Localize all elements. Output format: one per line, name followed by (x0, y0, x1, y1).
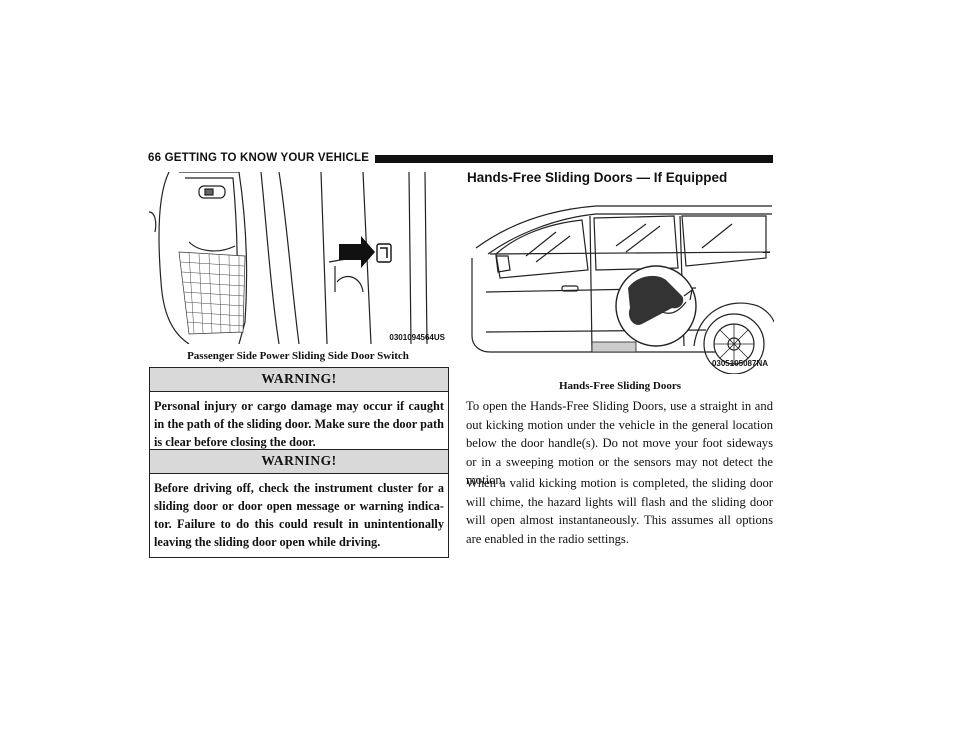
warning-text: Before driving off, check the instrument… (154, 481, 444, 549)
figure-caption: Hands-Free Sliding Doors (558, 380, 682, 392)
warning-title: WARNING! (150, 450, 448, 474)
page-header: 66 GETTING TO KNOW YOUR VEHICLE (148, 152, 773, 164)
figure-code: 0305105087NA (711, 359, 768, 368)
body-paragraph: To open the Hands-Free Sliding Doors, us… (466, 399, 773, 488)
figure-code: 0301094564US (389, 333, 445, 342)
figure-caption: Passenger Side Power Sliding Side Door S… (187, 350, 409, 362)
warning-box: WARNING! Before driving off, check the i… (149, 449, 449, 558)
minivan-drawing (471, 205, 774, 374)
page-header-label: 66 GETTING TO KNOW YOUR VEHICLE (148, 152, 376, 164)
foot-icon (628, 275, 684, 325)
warning-box: WARNING! Personal injury or cargo damage… (149, 367, 449, 458)
body-paragraph: When a valid kicking motion is completed… (466, 476, 773, 546)
door-switch-drawing (149, 172, 428, 344)
door-switch-illustration: 0301094564US (149, 172, 447, 344)
header-rule (344, 155, 773, 163)
warning-text: Personal injury or cargo damage may occu… (154, 399, 444, 449)
hands-free-door-illustration: 0305105087NA (466, 196, 774, 374)
door-switch-icon (376, 243, 392, 263)
pointer-arrow-icon (339, 236, 375, 268)
section-title: Hands-Free Sliding Doors — If Equipped (467, 170, 728, 185)
warning-title: WARNING! (150, 368, 448, 392)
